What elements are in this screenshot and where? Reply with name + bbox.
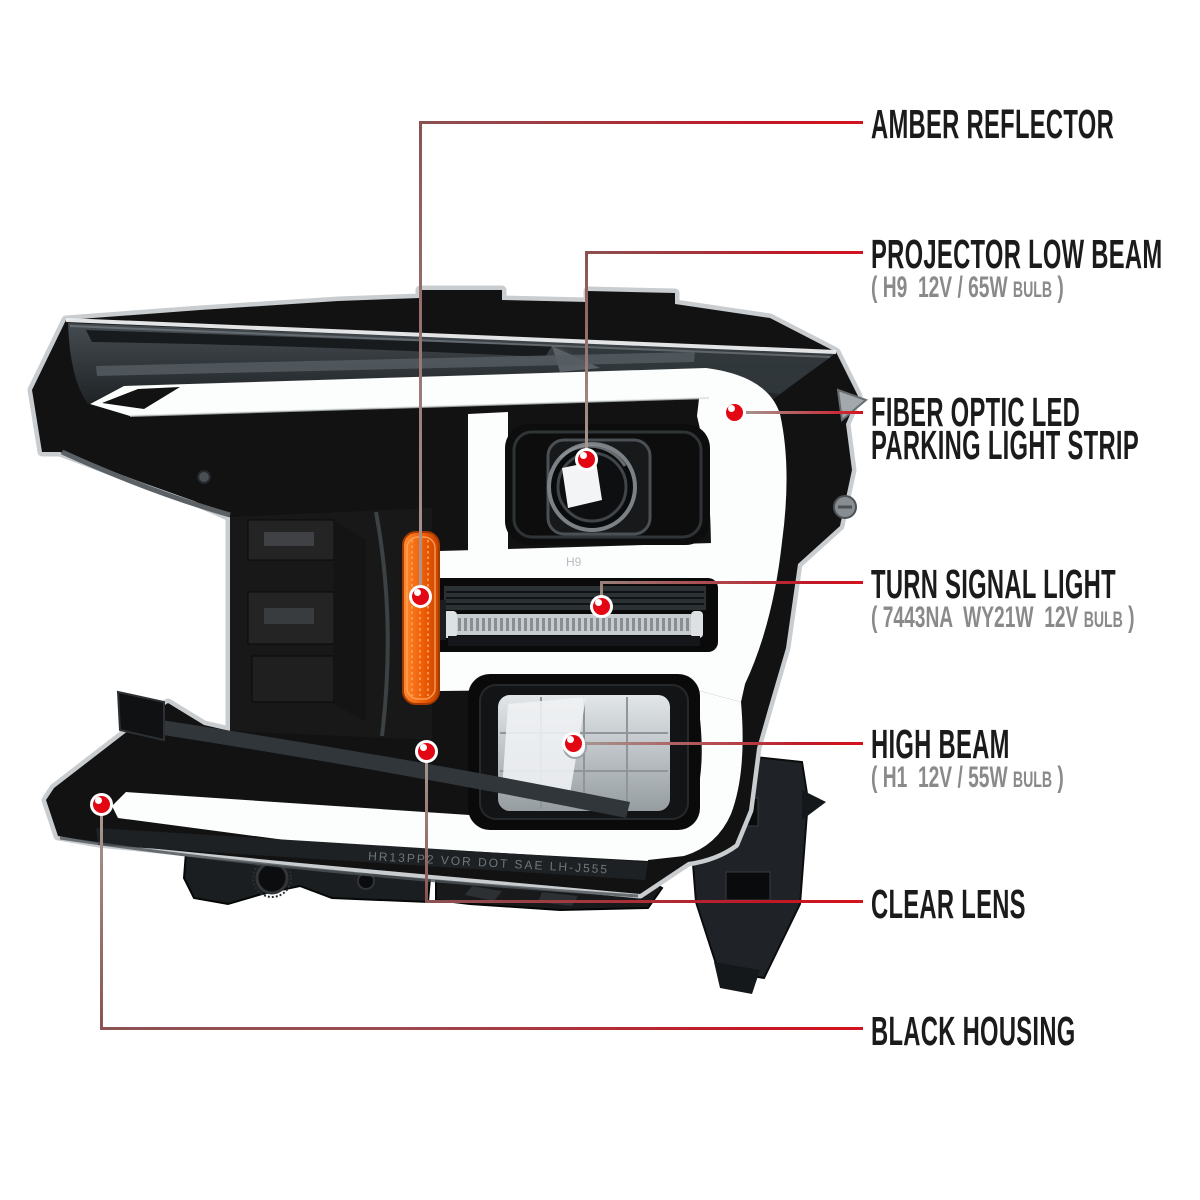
leader-line-amber-reflector bbox=[419, 121, 863, 124]
callout-label-black-housing: BLACK HOUSING bbox=[871, 1008, 1200, 1054]
drl-bottom-bar bbox=[112, 792, 648, 861]
turn-signal-shadow bbox=[448, 636, 700, 646]
wing-clear-strip bbox=[96, 828, 648, 880]
recess-bracket bbox=[251, 655, 335, 703]
bracket-hole bbox=[725, 871, 771, 901]
drl-chevron-notch bbox=[102, 387, 180, 409]
side-recess bbox=[60, 449, 432, 740]
callout-title-line2: PARKING LIGHT STRIP bbox=[871, 422, 1139, 468]
spec-text: ( H1 12V / 55W bbox=[871, 761, 1013, 794]
callout-spec: ( 7443NA WY21W 12V BULB ) bbox=[871, 603, 1141, 635]
drl-top-bar bbox=[90, 368, 709, 416]
step-highlight bbox=[60, 449, 231, 518]
top-edge-highlight bbox=[65, 318, 837, 354]
callout-label-turn-signal: TURN SIGNAL LIGHT ( 7443NA WY21W 12V BUL… bbox=[871, 561, 1200, 635]
callout-label-clear-lens: CLEAR LENS bbox=[871, 881, 1138, 927]
drl-middle-branch bbox=[440, 543, 717, 587]
dot-highlight bbox=[420, 744, 427, 751]
callout-label-projector-low-beam: PROJECTOR LOW BEAM ( H9 12V / 65W BULB ) bbox=[871, 231, 1200, 305]
callout-dot-turn-signal bbox=[590, 595, 613, 618]
dot-highlight bbox=[414, 589, 421, 596]
leader-line-clear-lens-vertical bbox=[425, 752, 428, 903]
bracket-tab bbox=[802, 790, 826, 820]
callout-title: BLACK HOUSING bbox=[871, 1008, 1076, 1054]
leader-line-black-housing-vertical bbox=[100, 805, 103, 1030]
leader-line-projector-low-beam bbox=[585, 251, 863, 254]
bracket-cutout bbox=[465, 886, 502, 901]
recess-brace bbox=[334, 520, 366, 722]
dot-highlight bbox=[728, 405, 735, 412]
leader-line-projector-low-beam-vertical bbox=[585, 252, 588, 460]
drl-right-band bbox=[696, 368, 787, 702]
callout-title: AMBER REFLECTOR bbox=[871, 101, 1115, 147]
drl-vertical-connector bbox=[468, 412, 508, 552]
projector-low-beam: H9 bbox=[505, 424, 710, 569]
face-streak bbox=[96, 352, 695, 376]
lens-reflection bbox=[562, 461, 602, 508]
ridge-line bbox=[446, 591, 704, 605]
tube-cap-right bbox=[691, 611, 703, 638]
leader-line-fiber-optic-led bbox=[744, 411, 863, 414]
callout-dot-clear-lens bbox=[415, 740, 438, 763]
screw-head bbox=[197, 470, 211, 484]
top-edge-line bbox=[69, 325, 831, 358]
projector-bezel-inner bbox=[512, 430, 703, 539]
leader-line-high-beam bbox=[586, 742, 863, 745]
drl-right-curve bbox=[648, 690, 743, 860]
callout-dot-high-beam bbox=[562, 732, 585, 755]
turn-signal-light bbox=[430, 578, 718, 652]
callout-label-amber-reflector: AMBER REFLECTOR bbox=[871, 101, 1200, 147]
callout-label-high-beam: HIGH BEAM ( H1 12V / 55W BULB ) bbox=[871, 721, 1172, 795]
callout-title: TURN SIGNAL LIGHT bbox=[871, 561, 1116, 607]
wing-left-tab bbox=[116, 690, 165, 742]
reflector-glare bbox=[502, 697, 586, 806]
wing-top-face bbox=[144, 718, 630, 818]
callout-dot-projector-low-beam bbox=[575, 448, 598, 471]
callout-dot-black-housing bbox=[90, 793, 113, 816]
bracket-foot bbox=[714, 962, 760, 994]
spec-text: ) bbox=[1052, 271, 1064, 304]
callout-title: CLEAR LENS bbox=[871, 881, 1026, 927]
tube-cap-left bbox=[443, 611, 457, 638]
spec-bulb-text: BULB bbox=[1012, 767, 1053, 792]
spec-text: ) bbox=[1052, 761, 1064, 794]
spec-text: ( H9 12V / 65W bbox=[871, 271, 1013, 304]
callout-title: HIGH BEAM bbox=[871, 721, 1010, 767]
column-highlight bbox=[374, 511, 390, 737]
callout-label-fiber-optic-led: FIBER OPTIC LED PARKING LIGHT STRIP bbox=[871, 389, 1200, 468]
spec-bulb-text: BULB bbox=[1083, 607, 1123, 632]
leader-line-clear-lens bbox=[425, 900, 863, 903]
lens-arc-highlight bbox=[558, 444, 627, 467]
callout-title: PROJECTOR LOW BEAM bbox=[871, 231, 1163, 277]
callout-dot-fiber-optic-led bbox=[723, 401, 746, 424]
leader-line-amber-reflector-vertical bbox=[419, 122, 422, 597]
callout-spec: ( H1 12V / 55W BULB ) bbox=[871, 763, 1064, 795]
dot-highlight bbox=[567, 736, 574, 743]
projector-marking: H9 bbox=[566, 555, 582, 569]
callout-dot-amber-reflector bbox=[409, 585, 432, 608]
fiber-optic-led-parking-light-strip bbox=[90, 368, 787, 861]
dot-highlight bbox=[95, 797, 102, 804]
spec-text: ( 7443NA WY21W 12V bbox=[871, 601, 1084, 634]
amber-texture bbox=[411, 540, 429, 696]
dot-highlight bbox=[595, 599, 602, 606]
spec-bulb-text: BULB bbox=[1012, 277, 1053, 302]
carbon-texture-band bbox=[86, 330, 552, 357]
recess-slot bbox=[264, 608, 314, 624]
dot-highlight bbox=[580, 452, 587, 459]
leader-line-turn-signal bbox=[600, 581, 863, 584]
callout-spec: ( H9 12V / 65W BULB ) bbox=[871, 273, 1193, 305]
leader-line-black-housing bbox=[100, 1027, 863, 1030]
callout-title: FIBER OPTIC LED bbox=[871, 389, 1081, 435]
recess-slot bbox=[264, 532, 314, 546]
wing-bottom-rim bbox=[59, 836, 639, 898]
spec-text: ) bbox=[1122, 601, 1135, 634]
